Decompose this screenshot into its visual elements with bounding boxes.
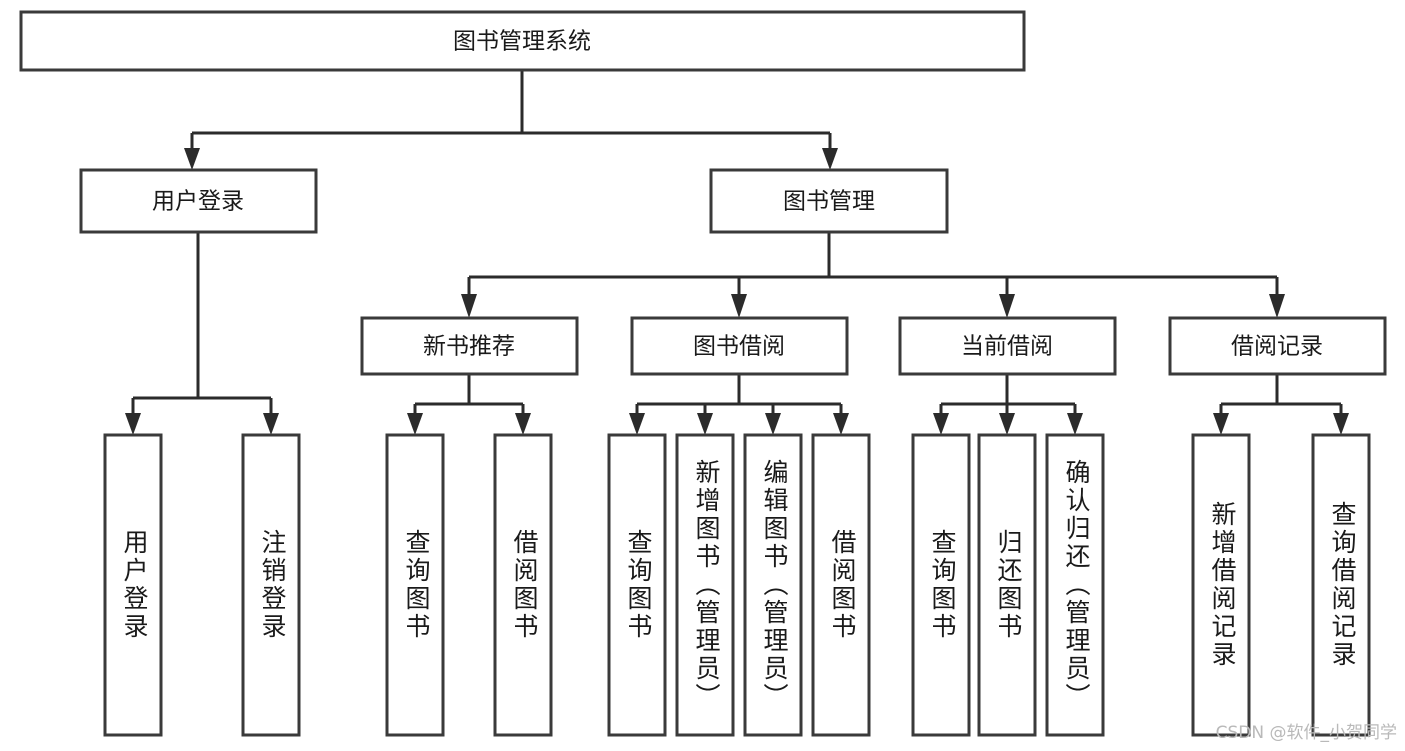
leaf-query-book-3-label: 查询图书	[928, 529, 957, 641]
arrowhead-leaf-query-book-1	[407, 413, 423, 435]
leaf-add-record-box[interactable]	[1191, 433, 1251, 737]
leaf-confirm-return-box[interactable]	[1045, 433, 1105, 737]
arrowhead-leaf-query-book-3	[933, 413, 949, 435]
leaf-borrow-book-1[interactable]: 借阅图书	[493, 433, 553, 737]
leaf-query-book-2-box[interactable]	[607, 433, 667, 737]
leaf-borrow-book-2-label: 借阅图书	[828, 529, 857, 641]
leaf-borrow-book-1-box[interactable]	[493, 433, 553, 737]
leaf-add-book[interactable]: 新增图书（管理员）	[675, 433, 735, 737]
leaf-borrow-book-2[interactable]: 借阅图书	[811, 433, 871, 737]
connector-recommend-to-leaves	[413, 374, 525, 421]
node-book-management[interactable]: 图书管理	[709, 168, 949, 234]
leaf-borrow-book-1-label: 借阅图书	[510, 529, 539, 641]
leaf-borrow-book-2-box[interactable]	[811, 433, 871, 737]
node-book-management-box[interactable]	[709, 168, 949, 234]
arrowhead-leaf-edit-book	[765, 413, 781, 435]
arrowhead-leaf-borrow-book-2	[833, 413, 849, 435]
leaf-add-record-label: 新增借阅记录	[1208, 501, 1237, 669]
leaf-add-book-box[interactable]	[675, 433, 735, 737]
leaf-logout-label: 注销登录	[258, 529, 287, 641]
arrowhead-leaf-add-record	[1213, 413, 1229, 435]
node-new-book-recommend-box[interactable]	[360, 316, 579, 376]
node-user-login-label: 用户登录	[152, 189, 244, 215]
arrowhead-leaf-logout	[263, 413, 279, 435]
arrowhead-book-borrow	[731, 294, 747, 318]
leaf-query-book-1[interactable]: 查询图书	[385, 433, 445, 737]
arrowhead-leaf-query-record	[1333, 413, 1349, 435]
leaf-add-book-label: 新增图书（管理员）	[692, 459, 721, 711]
connector-userlogin-to-leaves	[131, 232, 273, 421]
arrowhead-leaf-query-book-2	[629, 413, 645, 435]
leaf-edit-book[interactable]: 编辑图书（管理员）	[743, 433, 803, 737]
leaf-return-book-label: 归还图书	[994, 529, 1023, 641]
leaf-user-login[interactable]: 用户登录	[103, 433, 163, 737]
node-root-box[interactable]	[19, 10, 1026, 72]
leaf-logout[interactable]: 注销登录	[241, 433, 301, 737]
leaf-confirm-return-label: 确认归还（管理员）	[1062, 459, 1091, 711]
node-book-borrow-label: 图书借阅	[693, 334, 785, 360]
leaf-return-book-box[interactable]	[977, 433, 1037, 737]
leaf-logout-box[interactable]	[241, 433, 301, 737]
leaf-query-book-1-label: 查询图书	[402, 529, 431, 641]
connector-currentborrow-to-leaves	[939, 374, 1077, 421]
leaf-edit-book-box[interactable]	[743, 433, 803, 737]
arrowhead-leaf-borrow-book-1	[515, 413, 531, 435]
arrowhead-leaf-confirm-return	[1067, 413, 1083, 435]
node-borrow-record-box[interactable]	[1168, 316, 1387, 376]
node-user-login[interactable]: 用户登录	[79, 168, 318, 234]
connector-borrowrecord-to-leaves	[1219, 374, 1343, 421]
leaf-query-book-3-box[interactable]	[911, 433, 971, 737]
connector-layer	[125, 70, 1349, 435]
node-user-login-box[interactable]	[79, 168, 318, 234]
node-book-borrow-box[interactable]	[630, 316, 849, 376]
leaf-query-book-1-box[interactable]	[385, 433, 445, 737]
leaf-query-record-label: 查询借阅记录	[1328, 501, 1357, 669]
connector-bookmgmt-to-level2	[467, 232, 1279, 302]
node-book-borrow[interactable]: 图书借阅	[630, 316, 849, 376]
arrowhead-new-book-recommend	[461, 294, 477, 318]
connector-bookborrow-to-leaves	[635, 374, 843, 421]
connector-root-to-level1	[190, 70, 832, 156]
arrowhead-leaf-return-book	[999, 413, 1015, 435]
leaf-query-book-2[interactable]: 查询图书	[607, 433, 667, 737]
arrowhead-leaf-add-book	[697, 413, 713, 435]
leaf-add-record[interactable]: 新增借阅记录	[1191, 433, 1251, 737]
arrowhead-borrow-record	[1269, 294, 1285, 318]
leaf-query-book-2-label: 查询图书	[624, 529, 653, 641]
leaf-query-book-3[interactable]: 查询图书	[911, 433, 971, 737]
leaf-user-login-label: 用户登录	[120, 529, 149, 641]
node-new-book-recommend-label: 新书推荐	[423, 334, 515, 360]
leaf-user-login-box[interactable]	[103, 433, 163, 737]
leaf-return-book[interactable]: 归还图书	[977, 433, 1037, 737]
leaf-edit-book-label: 编辑图书（管理员）	[760, 459, 789, 711]
node-current-borrow-label: 当前借阅	[961, 334, 1053, 360]
node-new-book-recommend[interactable]: 新书推荐	[360, 316, 579, 376]
node-book-management-label: 图书管理	[783, 189, 875, 215]
leaf-query-record-box[interactable]	[1311, 433, 1371, 737]
node-root-label: 图书管理系统	[453, 29, 591, 55]
arrowhead-user-login	[184, 148, 200, 170]
csdn-watermark: CSDN @软件_小贺同学	[1215, 723, 1397, 743]
arrowhead-book-management	[822, 148, 838, 170]
node-borrow-record-label: 借阅记录	[1231, 334, 1323, 360]
arrowhead-current-borrow	[999, 294, 1015, 318]
node-current-borrow-box[interactable]	[898, 316, 1117, 376]
node-current-borrow[interactable]: 当前借阅	[898, 316, 1117, 376]
leaf-query-record[interactable]: 查询借阅记录	[1311, 433, 1371, 737]
arrowhead-leaf-user-login	[125, 413, 141, 435]
node-borrow-record[interactable]: 借阅记录	[1168, 316, 1387, 376]
leaf-confirm-return[interactable]: 确认归还（管理员）	[1045, 433, 1105, 737]
node-root[interactable]: 图书管理系统	[19, 10, 1026, 72]
